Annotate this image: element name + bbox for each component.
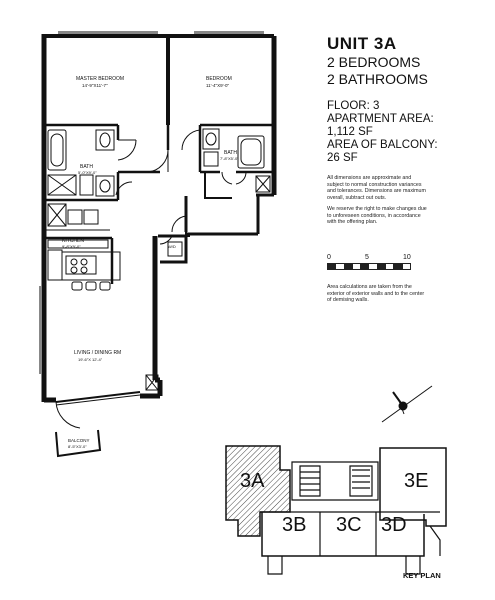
scale-graphic (327, 263, 411, 270)
scale-bar: 0 5 10 (327, 254, 417, 270)
room-master-label: MASTER BEDROOM (76, 76, 125, 82)
keyplan-3a: 3A (240, 470, 265, 492)
scale-tick-10: 10 (403, 254, 411, 261)
room-wd-label: W/D (168, 244, 176, 249)
room-bedroom-dim: 11'-4"X9'-0" (206, 83, 230, 88)
interior-walls (44, 123, 274, 284)
room-balcony-dim: 8'-5"X3'-0" (68, 444, 87, 449)
unit-area-label: APARTMENT AREA: (327, 113, 434, 125)
door-swings (55, 129, 247, 429)
unit-balcony-value: 26 SF (327, 152, 358, 164)
unit-walls (41, 34, 277, 406)
unit-bathrooms: 2 BATHROOMS (327, 71, 428, 87)
key-plan-label: KEY PLAN (403, 571, 441, 580)
scale-tick-0: 0 (327, 254, 331, 261)
disclaimer-notes: All dimensions are approximate and subje… (327, 175, 427, 226)
north-arrow-icon (381, 385, 433, 423)
room-living-label: LIVING / DINING RM (74, 350, 122, 356)
room-bath2-dim: 7'-8"X5'-0" (220, 156, 239, 161)
room-master-dim: 14'-9"X11'-7" (82, 83, 108, 88)
keyplan-3d: 3D (381, 514, 407, 536)
room-kitchen-dim: 9'-8"X9'-0" (62, 244, 81, 249)
room-bath1-dim: 5'-0"X9'-0" (78, 170, 97, 175)
disclaimer-note-2: We reserve the right to make changes due… (327, 205, 427, 226)
room-balcony-label: BALCONY (68, 438, 90, 443)
area-calculation-note: Area calculations are taken from the ext… (327, 284, 425, 304)
scale-labels: 0 5 10 (327, 254, 417, 262)
unit-bedrooms: 2 BEDROOMS (327, 54, 421, 70)
room-bedroom-label: BEDROOM (206, 76, 232, 82)
windows (39, 31, 264, 374)
disclaimer-note-1: All dimensions are approximate and subje… (327, 175, 426, 202)
balcony (55, 429, 102, 458)
room-bath1-label: BATH (80, 164, 93, 170)
unit-info: UNIT 3A 2 BEDROOMS 2 BATHROOMS FLOOR: 3 … (327, 34, 487, 230)
kitchen-fixtures (47, 239, 121, 291)
closets (47, 203, 183, 391)
keyplan-3b: 3B (282, 514, 307, 536)
unit-area-value: 1,112 SF (327, 126, 373, 138)
key-plan (225, 445, 447, 575)
unit-balcony-label: AREA OF BALCONY: (327, 139, 438, 151)
room-kitchen-label: KITCHEN (62, 238, 84, 244)
keyplan-3e: 3E (404, 470, 429, 492)
unit-floor: FLOOR: 3 (327, 100, 380, 112)
room-living-dim: 19'-6"X 12'-4" (78, 357, 103, 362)
scale-tick-5: 5 (365, 254, 369, 261)
bath-fixtures (47, 128, 271, 197)
room-bath2-label: BATH (224, 150, 237, 156)
keyplan-3c: 3C (336, 514, 362, 536)
unit-title: UNIT 3A (327, 34, 397, 53)
